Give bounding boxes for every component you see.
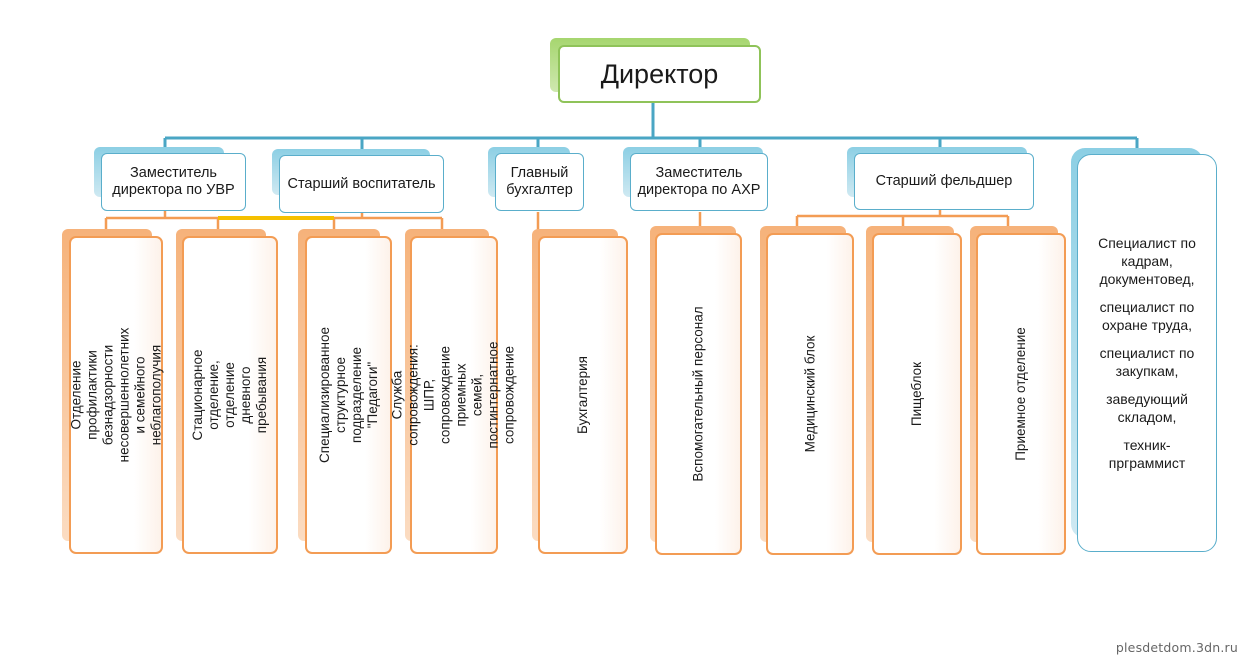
senior-educator-box: Старший воспитатель (279, 155, 444, 213)
medical-block-text-wrap: Медицинский блок (766, 233, 854, 555)
auxiliary-staff-label: Вспомогательный персонал (690, 306, 706, 482)
pedagogi-dept-box (305, 236, 392, 554)
medical-block-box (766, 233, 854, 555)
site-watermark: plesdetdom.3dn.ru (1115, 640, 1238, 655)
senior-educator-label: Старший воспитатель (287, 175, 436, 192)
deputy-ahr-label: Заместитель директора по АХР (637, 165, 761, 198)
auxiliary-staff-text-wrap: Вспомогательный персонал (655, 233, 742, 555)
director-box: Директор (558, 45, 761, 103)
reception-dept-label: Приемное отделение (1013, 327, 1029, 461)
specialist-line-warehouse: заведующий складом, (1106, 391, 1188, 425)
prevention-dept-label: Отделение профилактики безнадзорности не… (68, 327, 163, 463)
senior-medic-label: Старший фельдшер (875, 173, 1013, 189)
catering-block-box (872, 233, 962, 555)
deputy-uvr-label: Заместитель директора по УВР (112, 165, 235, 198)
catering-block-label: Пищеблок (909, 361, 924, 427)
accounting-text-wrap: Бухгалтерия (538, 236, 628, 554)
stationary-dept-text-wrap: Стационарное отделение, отделение дневно… (182, 236, 278, 554)
chief-accountant-box: Главный бухгалтер (495, 153, 584, 211)
accounting-box (538, 236, 628, 554)
auxiliary-staff-box (655, 233, 742, 555)
accounting-label: Бухгалтерия (574, 356, 590, 434)
prevention-dept-text-wrap: Отделение профилактики безнадзорности не… (68, 236, 163, 554)
deputy-uvr-box: Заместитель директора по УВР (101, 153, 246, 211)
director-title: Директор (600, 58, 719, 89)
stationary-dept-box (182, 236, 278, 554)
support-service-box (410, 236, 498, 554)
specialist-line-hr: Специалист по кадрам, документовед, (1098, 235, 1196, 287)
specialist-line-programmer: техник-прграммист (1108, 437, 1186, 471)
catering-block-text-wrap: Пищеблок (872, 233, 962, 555)
reception-dept-text-wrap: Приемное отделение (976, 233, 1066, 555)
support-service-text-wrap: Служба сопровождения: ШПР, сопровождение… (390, 236, 517, 554)
medical-block-label: Медицинский блок (802, 335, 818, 453)
chief-accountant-label: Главный бухгалтер (506, 165, 573, 198)
pedagogi-dept-text-wrap: Специализированное структурное подраздел… (305, 236, 392, 554)
specialist-line-procurement: специалист по закупкам, (1099, 345, 1195, 379)
stationary-dept-label: Стационарное отделение, отделение дневно… (190, 349, 269, 441)
reception-dept-box (976, 233, 1066, 555)
pedagogi-dept-label: Специализированное структурное подраздел… (316, 327, 380, 463)
support-service-label: Служба сопровождения: ШПР, сопровождение… (390, 341, 518, 449)
senior-medic-box: Старший фельдшер (854, 153, 1034, 210)
specialists-box: Специалист по кадрам, документовед, спец… (1077, 154, 1217, 552)
deputy-ahr-box: Заместитель директора по АХР (630, 153, 768, 211)
prevention-dept-box (69, 236, 163, 554)
specialist-line-safety: специалист по охране труда, (1099, 299, 1195, 333)
